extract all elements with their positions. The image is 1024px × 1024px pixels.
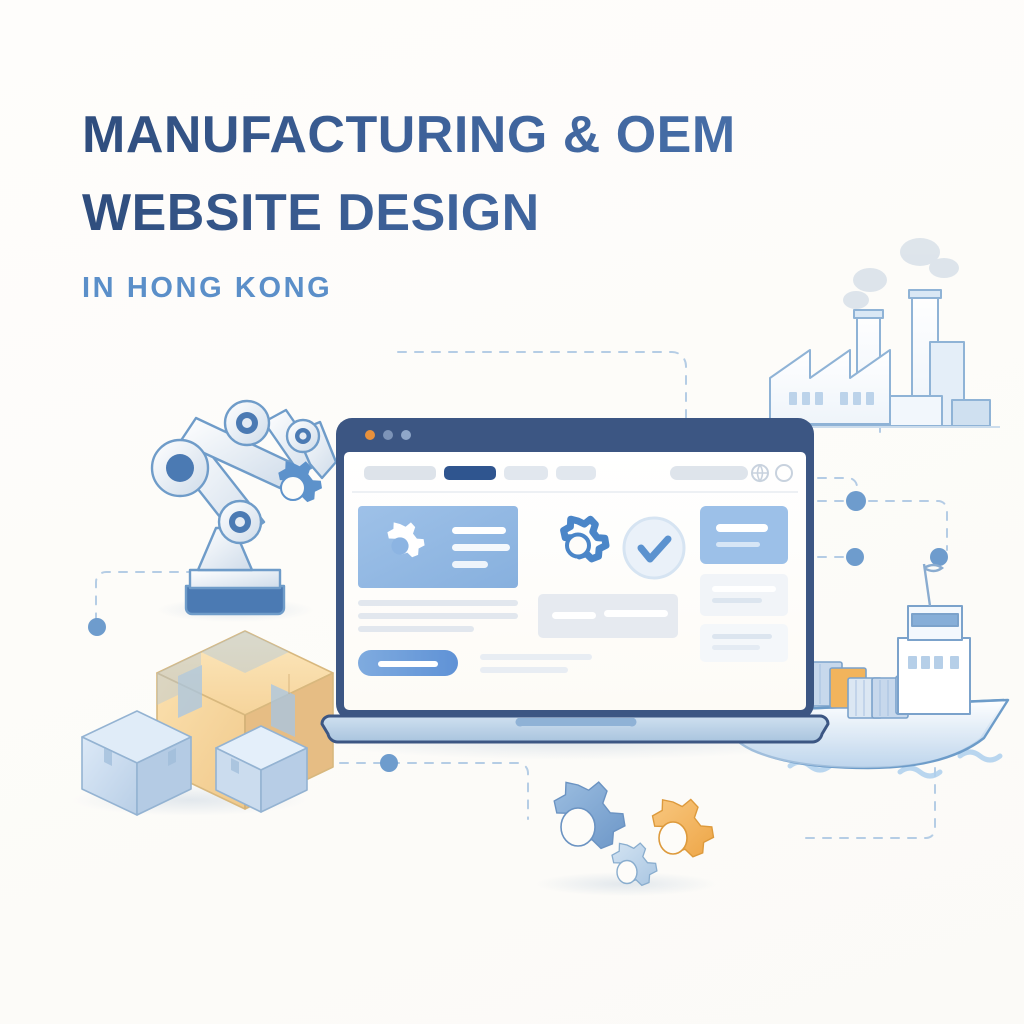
connector-bottom <box>339 762 529 820</box>
node-right-far <box>930 548 948 566</box>
factory-stack-left-cap <box>853 309 884 319</box>
connector-nodes <box>88 491 948 772</box>
right-card-tertiary <box>700 624 788 662</box>
box-small-right <box>215 725 308 813</box>
box-small-left <box>81 710 192 816</box>
laptop-browser-mockup <box>320 418 830 760</box>
smoke-puff-4 <box>929 258 959 278</box>
headline-line-2: WEBSITE DESIGN <box>82 174 872 252</box>
paragraph-lines <box>358 600 518 632</box>
factory-ground-line <box>760 426 1000 428</box>
nav-pill-3 <box>504 466 548 480</box>
node-right-lower <box>846 548 864 566</box>
connector-right-e <box>805 758 936 839</box>
right-card-secondary <box>700 574 788 616</box>
user-icon <box>775 464 793 482</box>
connector-left <box>95 571 247 621</box>
check-circle-icon <box>622 516 686 580</box>
connector-right-a <box>817 477 858 496</box>
box-small-right-side <box>260 747 308 813</box>
factory-lowblock <box>889 395 943 427</box>
center-gear-icon <box>560 515 610 563</box>
gear-cluster <box>536 781 716 896</box>
maximize-dot <box>401 430 411 440</box>
factory-smoke <box>843 238 959 309</box>
box-large-tape <box>157 631 295 737</box>
robot-gear-icon <box>278 461 322 503</box>
cta-button-label-bar <box>378 661 438 667</box>
hero-feature-card <box>358 506 518 588</box>
smoke-puff-1 <box>853 268 887 292</box>
nav-search-bar <box>670 466 748 480</box>
gear-orange <box>651 798 715 858</box>
factory-side-box <box>951 399 991 427</box>
box-small-left-side <box>136 736 192 816</box>
robotic-arm <box>150 399 338 622</box>
nav-pill-4 <box>556 466 596 480</box>
nav-pill-2-active <box>444 466 496 480</box>
robot-base <box>184 584 286 616</box>
smoke-puff-3 <box>900 238 940 266</box>
hero-card-text-bars <box>452 527 510 568</box>
nav-pill-1 <box>364 466 436 480</box>
box-small-left-tape <box>104 748 176 766</box>
ship-bridge-windows <box>908 656 959 669</box>
cardboard-boxes <box>72 630 334 816</box>
robot-base-plate <box>188 568 282 590</box>
box-small-right-tape <box>231 758 239 774</box>
factory <box>760 238 1000 428</box>
connector-right-b <box>817 500 948 551</box>
node-left <box>88 618 106 636</box>
browser-nav-row <box>352 464 798 493</box>
factory-windows <box>789 392 874 405</box>
gear-small-blue <box>611 842 658 887</box>
browser-titlebar-dots <box>365 430 411 440</box>
factory-stack-right-cap <box>908 289 942 299</box>
laptop-base <box>320 714 830 744</box>
close-dot <box>365 430 375 440</box>
cta-side-lines <box>480 654 592 673</box>
headline-subtitle: IN HONG KONG <box>82 272 333 304</box>
ship-mast <box>922 563 945 607</box>
node-right-upper <box>846 491 866 511</box>
factory-sawtooth-roof <box>769 349 891 427</box>
node-bottom <box>380 754 398 772</box>
connector-top-loop <box>397 351 687 429</box>
minimize-dot <box>383 430 393 440</box>
laptop-notch <box>515 718 637 727</box>
headline-line-1: MANUFACTURING & OEM <box>82 96 872 174</box>
gear-icon <box>387 522 425 558</box>
gear-large-blue <box>553 781 626 850</box>
center-info-panel <box>538 594 678 638</box>
right-card-primary <box>700 506 788 564</box>
headline-block: MANUFACTURING & OEM WEBSITE DESIGN IN HO… <box>82 96 872 305</box>
smoke-puff-2 <box>843 291 869 309</box>
